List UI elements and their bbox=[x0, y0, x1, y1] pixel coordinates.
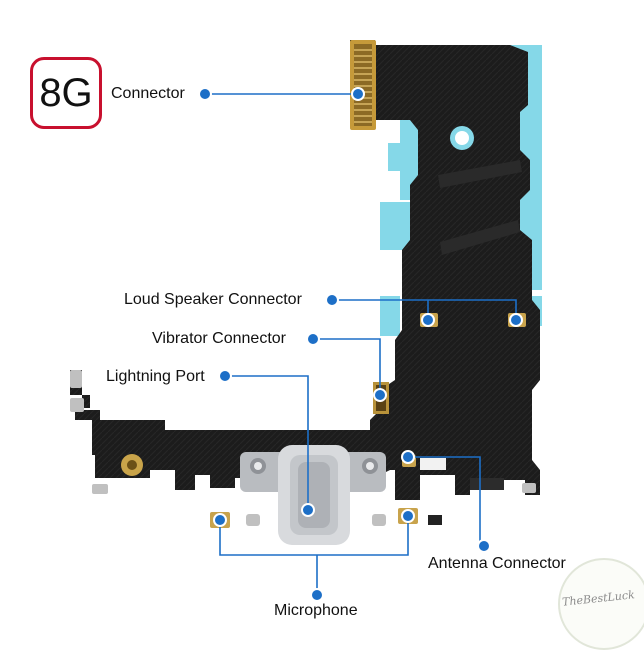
watermark-logo bbox=[558, 558, 644, 650]
loud-speaker-connector-label: Loud Speaker Connector bbox=[124, 291, 302, 308]
top-connector bbox=[350, 40, 376, 130]
pointer-dots bbox=[198, 87, 523, 602]
flex-cable-body bbox=[70, 40, 540, 500]
microphone-label: Microphone bbox=[274, 602, 358, 619]
antenna-connector-label: Antenna Connector bbox=[428, 555, 566, 572]
left-bracket bbox=[70, 370, 143, 494]
pointer-lines bbox=[205, 93, 517, 595]
connector-label: Connector bbox=[111, 85, 185, 102]
vibrator-connector-label: Vibrator Connector bbox=[152, 330, 286, 347]
lightning-port-part bbox=[240, 445, 386, 545]
model-badge: 8G bbox=[30, 57, 102, 129]
lightning-port-label: Lightning Port bbox=[106, 368, 205, 385]
